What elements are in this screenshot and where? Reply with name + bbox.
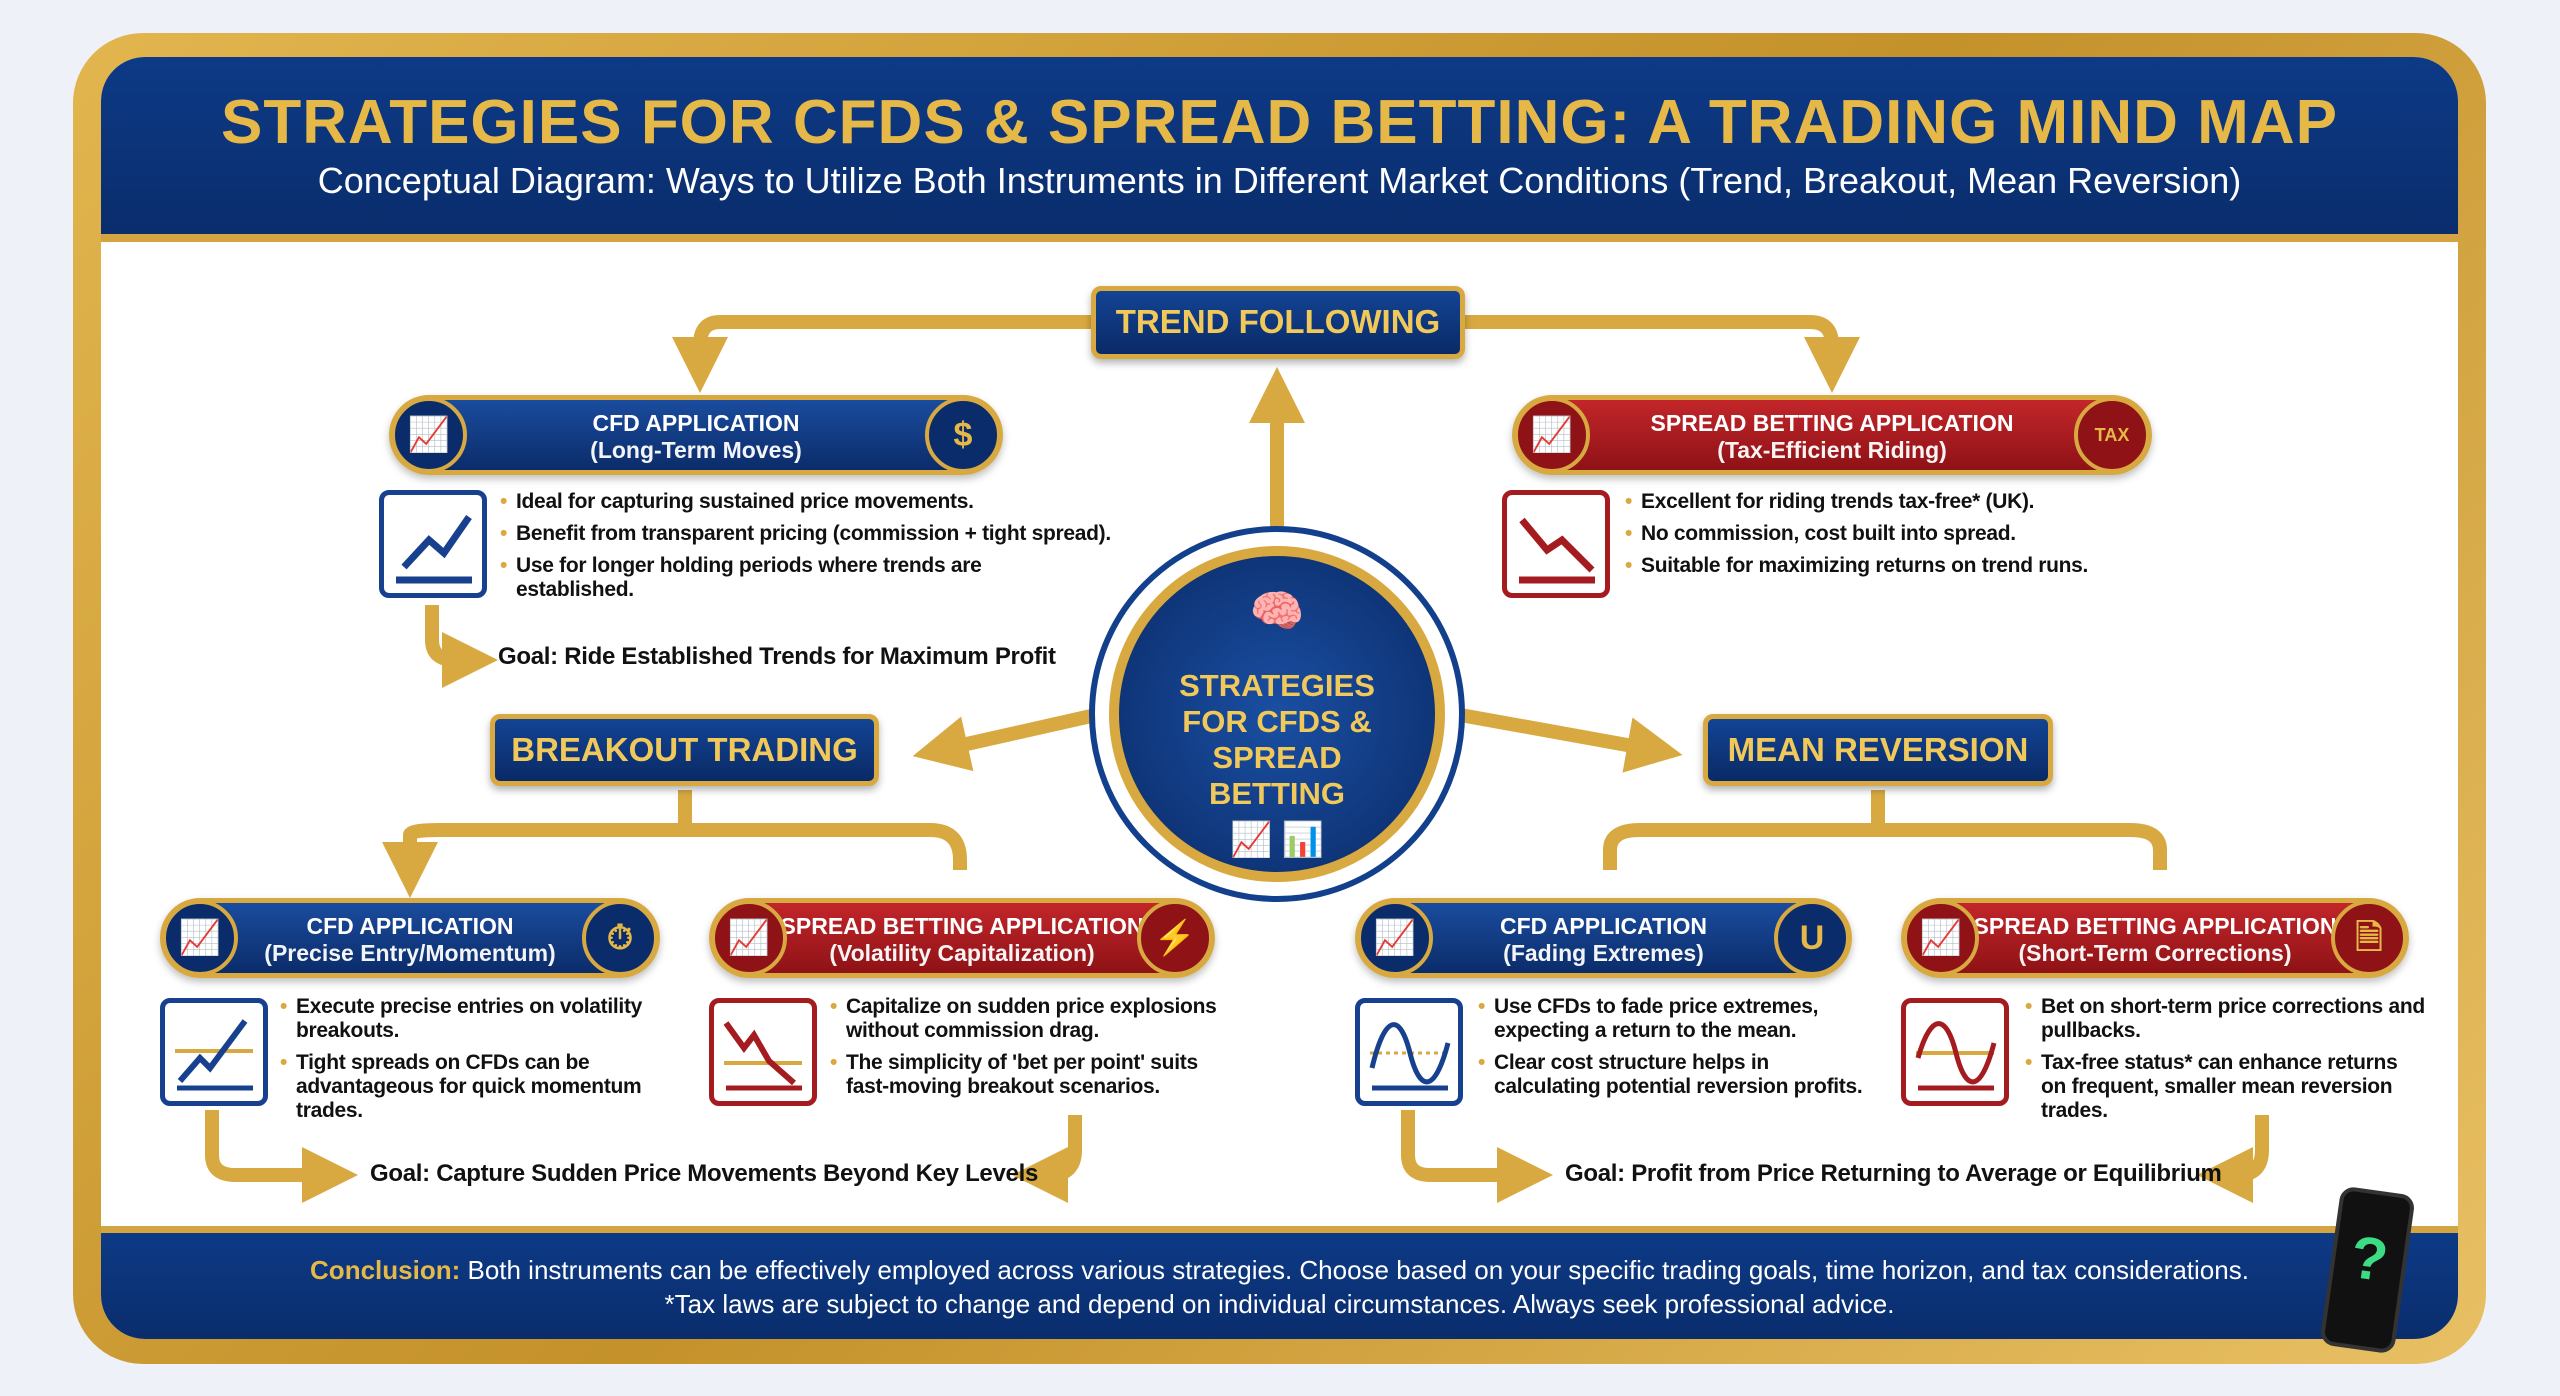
breakout-sb-pill: 📈 SPREAD BETTING APPLICATION (Volatility…	[709, 898, 1215, 978]
bullet: Ideal for capturing sustained price move…	[500, 490, 1140, 514]
arrow-center-to-mean	[1453, 707, 1683, 773]
arrow-mean-split	[1603, 790, 2167, 870]
arrow-center-to-breakout	[912, 707, 1102, 772]
pill-subtitle: (Precise Entry/Momentum)	[264, 940, 556, 966]
arrow-breakout-split	[410, 790, 967, 870]
bullet: Use CFDs to fade price extremes, expecti…	[1478, 995, 1878, 1043]
bullet: Suitable for maximizing returns on trend…	[1625, 554, 2225, 578]
volatility-chart-icon	[709, 998, 817, 1106]
pill-title: SPREAD BETTING APPLICATION	[1973, 913, 2337, 939]
uptrend-chart-icon	[379, 490, 487, 598]
bullet: No commission, cost built into spread.	[1625, 522, 2225, 546]
mean-sb-bullets: Bet on short-term price corrections and …	[2025, 995, 2425, 1131]
oscillation-chart-icon	[1901, 998, 2009, 1106]
bullet: Excellent for riding trends tax-free* (U…	[1625, 490, 2225, 514]
bar-chart-icon: 📈	[1903, 900, 1979, 976]
conclusion-label: Conclusion:	[310, 1255, 461, 1285]
pill-title: CFD APPLICATION	[306, 913, 514, 939]
pill-subtitle: (Short-Term Corrections)	[2018, 940, 2292, 966]
bullet: Bet on short-term price corrections and …	[2025, 995, 2425, 1043]
mean-goal: Goal: Profit from Price Returning to Ave…	[1565, 1160, 2222, 1187]
bullet: Tight spreads on CFDs can be advantageou…	[280, 1051, 670, 1123]
pill-title: SPREAD BETTING APPLICATION	[1650, 410, 2014, 436]
pill-title: CFD APPLICATION	[1500, 913, 1707, 939]
breakout-sb-bullets: Capitalize on sudden price explosions wi…	[830, 995, 1230, 1107]
arrow-trend-goal	[425, 605, 498, 688]
trend-cfd-pill: 📈 CFD APPLICATION (Long-Term Moves) $	[389, 395, 1003, 475]
bullet: Execute precise entries on volatility br…	[280, 995, 670, 1043]
tax-document-icon: 🗎	[2331, 900, 2407, 976]
pill-subtitle: (Fading Extremes)	[1503, 940, 1704, 966]
page-subtitle: Conceptual Diagram: Ways to Utilize Both…	[317, 160, 2242, 201]
node-trend-following: TREND FOLLOWING	[1091, 286, 1465, 359]
bullet: Tax-free status* can enhance returns on …	[2025, 1051, 2425, 1123]
node-mean-reversion: MEAN REVERSION	[1703, 714, 2053, 786]
bar-chart-icon: 📈	[162, 900, 238, 976]
bullet: Clear cost structure helps in calculatin…	[1478, 1051, 1878, 1099]
arrow-breakout-goal-left	[205, 1110, 358, 1203]
conclusion-footer: Conclusion: Both instruments can be effe…	[101, 1226, 2458, 1339]
downtrend-chart-icon	[1502, 490, 1610, 598]
header-banner: STRATEGIES FOR CFDS & SPREAD BETTING: A …	[101, 57, 2458, 242]
bullet: The simplicity of 'bet per point' suits …	[830, 1051, 1230, 1099]
magnet-icon: U	[1774, 900, 1850, 976]
mean-sb-pill: 📈 SPREAD BETTING APPLICATION (Short-Term…	[1901, 898, 2409, 978]
page-title: STRATEGIES FOR CFDS & SPREAD BETTING: A …	[221, 88, 2338, 157]
bullet: Benefit from transparent pricing (commis…	[500, 522, 1140, 546]
bar-chart-icon: 📈	[1514, 397, 1590, 473]
bar-chart-icon: 📈	[1357, 900, 1433, 976]
breakout-goal: Goal: Capture Sudden Price Movements Bey…	[370, 1160, 1038, 1187]
tax-shield-icon: TAX	[2074, 397, 2150, 473]
conclusion-text: Both instruments can be effectively empl…	[460, 1255, 2249, 1285]
pill-subtitle: (Volatility Capitalization)	[829, 940, 1095, 966]
arrow-mean-goal-right	[2197, 1115, 2269, 1203]
center-hub: 🧠 STRATEGIES FOR CFDS & SPREAD BETTING 📈…	[1089, 526, 1465, 902]
pill-subtitle: (Tax-Efficient Riding)	[1717, 437, 1947, 463]
breakout-cfd-pill: 📈 CFD APPLICATION (Precise Entry/Momentu…	[160, 898, 660, 978]
bullet: Capitalize on sudden price explosions wi…	[830, 995, 1230, 1043]
arrow-trend-to-cfd	[672, 315, 1091, 393]
arrow-trend-to-sb	[1465, 315, 1860, 393]
breakout-cfd-bullets: Execute precise entries on volatility br…	[280, 995, 670, 1131]
trend-sb-bullets: Excellent for riding trends tax-free* (U…	[1625, 490, 2225, 586]
trend-goal: Goal: Ride Established Trends for Maximu…	[498, 643, 1056, 670]
bar-chart-icon: 📈	[711, 900, 787, 976]
stopwatch-icon: ⏱	[582, 900, 658, 976]
chart-icons: 📈 📊	[1229, 821, 1325, 859]
pill-subtitle: (Long-Term Moves)	[590, 437, 802, 463]
trend-sb-pill: 📈 SPREAD BETTING APPLICATION (Tax-Effici…	[1512, 395, 2152, 475]
brain-icon: 🧠	[1249, 587, 1305, 636]
bar-chart-icon: 📈	[391, 397, 467, 473]
pill-title: SPREAD BETTING APPLICATION	[780, 913, 1144, 939]
mean-cfd-pill: 📈 CFD APPLICATION (Fading Extremes) U	[1355, 898, 1852, 978]
document-dollar-icon: $	[925, 397, 1001, 473]
node-breakout-trading: BREAKOUT TRADING	[490, 714, 879, 786]
pill-title: CFD APPLICATION	[592, 410, 800, 436]
breakout-chart-icon	[160, 998, 268, 1106]
lightning-icon: ⚡	[1137, 900, 1213, 976]
disclaimer-note: *Tax laws are subject to change and depe…	[664, 1289, 1895, 1319]
trend-cfd-bullets: Ideal for capturing sustained price move…	[500, 490, 1140, 610]
bullet: Use for longer holding periods where tre…	[500, 554, 1020, 602]
mean-cfd-bullets: Use CFDs to fade price extremes, expecti…	[1478, 995, 1878, 1107]
arrow-mean-goal-left	[1401, 1110, 1553, 1203]
sine-wave-chart-icon	[1355, 998, 1463, 1106]
center-label: STRATEGIES FOR CFDS & SPREAD BETTING	[1179, 668, 1375, 811]
arrow-breakout-goal-right	[1012, 1115, 1082, 1203]
